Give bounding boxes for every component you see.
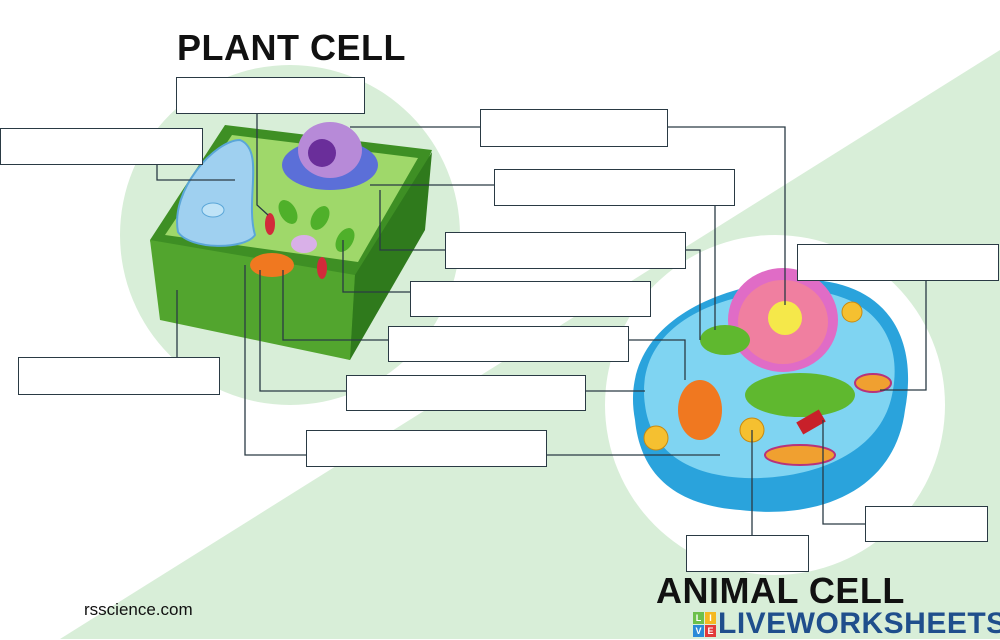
logo-tile: E [705,624,716,637]
answer-box-9[interactable] [18,357,220,395]
logo-tile: I [705,611,716,624]
animal-cell-illustration [632,268,909,512]
answer-box-4[interactable] [494,169,735,206]
answer-box-8[interactable] [388,326,629,362]
liveworksheets-watermark: L I V E LIVEWORKSHEETS [693,609,1000,639]
answer-box-7[interactable] [410,281,651,317]
answer-box-10[interactable] [346,375,586,411]
answer-box-11[interactable] [306,430,547,467]
source-credit: rsscience.com [84,600,193,619]
answer-box-5[interactable] [445,232,686,269]
answer-box-1[interactable] [176,77,365,114]
plant-cell-title: PLANT CELL [177,27,406,68]
answer-box-6[interactable] [797,244,999,281]
liveworksheets-logo-icon: L I V E [693,611,716,637]
logo-tile: L [693,611,704,624]
answer-box-13[interactable] [686,535,809,572]
animal-cell-title: ANIMAL CELL [656,570,905,611]
plant-cell-illustration [150,122,432,360]
logo-tile: V [693,624,704,637]
answer-box-12[interactable] [865,506,988,542]
liveworksheets-text: LIVEWORKSHEETS [718,607,1000,640]
leader-lines [156,114,927,535]
answer-box-2[interactable] [0,128,203,165]
answer-box-3[interactable] [480,109,668,147]
